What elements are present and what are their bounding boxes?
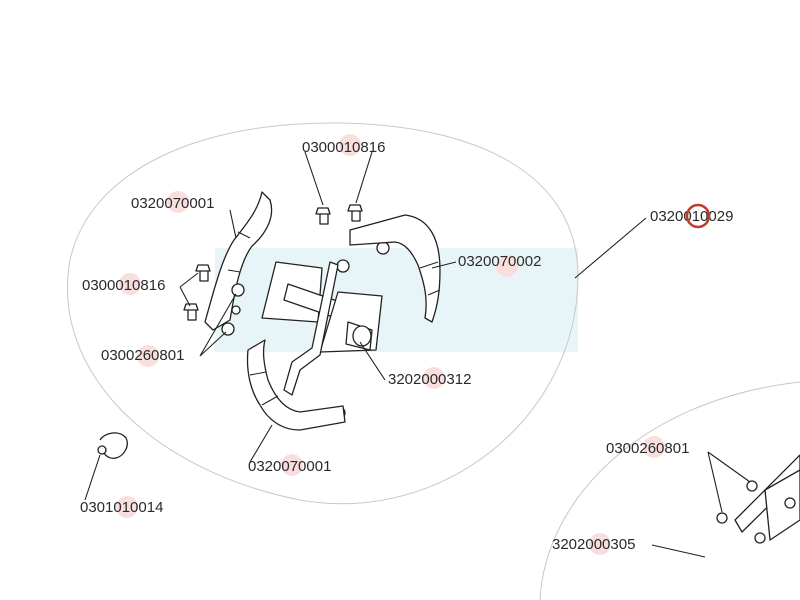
label-clip[interactable]: 0301010014 xyxy=(80,499,163,516)
clip[interactable] xyxy=(97,432,128,459)
assembly-outline xyxy=(66,122,579,505)
label-hub[interactable]: 3202000312 xyxy=(388,371,471,388)
label-bolt-top[interactable]: 0300010816 xyxy=(302,139,385,156)
label-blade-right[interactable]: 0320070002 xyxy=(458,253,541,270)
label-nut-right[interactable]: 0300260801 xyxy=(606,440,689,457)
second-assembly-outline xyxy=(539,381,800,600)
watermark-dots xyxy=(116,134,665,555)
label-nut-left[interactable]: 0300260801 xyxy=(101,347,184,364)
label-hub-right[interactable]: 3202000305 xyxy=(552,536,635,553)
second-assembly-parts xyxy=(716,454,800,544)
highlight-circle-icon xyxy=(685,203,711,229)
label-blade-left-top[interactable]: 0320070001 xyxy=(131,195,214,212)
bolt-icon xyxy=(183,204,363,321)
label-blade-left-bottom[interactable]: 0320070001 xyxy=(248,458,331,475)
label-bolt-left[interactable]: 0300010816 xyxy=(82,277,165,294)
label-assembly[interactable]: 0320010029 xyxy=(650,208,733,225)
blade-right[interactable] xyxy=(349,214,441,323)
blade-left-bottom[interactable] xyxy=(246,339,346,431)
leader-lines xyxy=(84,151,751,558)
hub[interactable] xyxy=(261,261,383,396)
